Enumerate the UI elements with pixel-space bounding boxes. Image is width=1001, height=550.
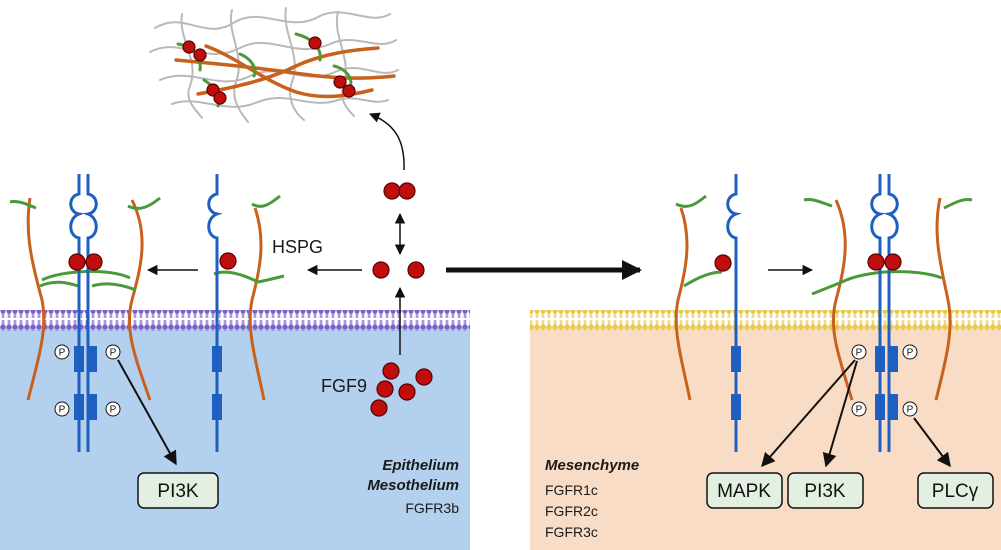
svg-text:MAPK: MAPK <box>717 481 771 502</box>
mesenchyme-label: Mesenchyme <box>545 457 639 474</box>
svg-text:P: P <box>110 348 117 359</box>
svg-text:PLCγ: PLCγ <box>932 481 979 502</box>
mesenchyme-cytoplasm <box>530 326 1001 550</box>
mesothelium-label: Mesothelium <box>367 477 459 494</box>
epithelial-receptor-monomer <box>207 174 285 452</box>
effector-box-plcg: PLCγ <box>917 472 994 509</box>
fgf9-dimer-free <box>383 182 416 200</box>
phospho-sites-mesenchymal: P P P P <box>851 344 918 417</box>
svg-text:P: P <box>59 405 66 416</box>
arrow-mesenchymal-mapk <box>761 359 856 468</box>
epithelium-cytoplasm <box>0 326 470 550</box>
mesenchymal-receptor-label-2: FGFR2c <box>545 503 598 519</box>
mesenchymal-receptor-label-3: FGFR3c <box>545 524 598 540</box>
ligand-label: FGF9 <box>321 376 367 396</box>
svg-text:P: P <box>59 348 66 359</box>
effector-box-mesenchymal-pi3k: PI3K <box>787 472 864 509</box>
svg-text:P: P <box>856 348 863 359</box>
fgf9-monomers <box>372 261 425 279</box>
arrow-to-matrix <box>369 112 405 171</box>
svg-text:P: P <box>907 405 914 416</box>
epithelium-membrane <box>0 310 470 331</box>
mesenchyme-membrane <box>530 310 1001 331</box>
svg-text:PI3K: PI3K <box>157 481 199 502</box>
epithelial-receptor-label: FGFR3b <box>405 500 459 516</box>
effector-box-mapk: MAPK <box>706 472 783 509</box>
arrow-mesenchymal-pi3k <box>822 360 858 468</box>
svg-text:PI3K: PI3K <box>804 481 846 502</box>
epithelium-label: Epithelium <box>382 457 459 474</box>
extracellular-matrix <box>149 7 399 123</box>
mesenchymal-receptor-dimer: P P P P <box>803 174 973 452</box>
epithelial-receptor-dimer: P P P P <box>9 174 161 452</box>
svg-text:P: P <box>110 405 117 416</box>
svg-text:P: P <box>856 405 863 416</box>
arrow-mesenchymal-plcg <box>913 417 951 468</box>
effector-box-epithelial-pi3k: PI3K <box>137 472 219 509</box>
mesenchymal-receptor-label-1: FGFR1c <box>545 482 598 498</box>
svg-text:P: P <box>907 348 914 359</box>
arrow-epithelial-pi3k <box>117 359 177 466</box>
fgf9-cluster <box>370 362 433 417</box>
hspg-label: HSPG <box>272 237 323 257</box>
phospho-sites-epithelial: P P P P <box>54 344 121 417</box>
mesenchymal-receptor-monomer <box>674 174 742 452</box>
